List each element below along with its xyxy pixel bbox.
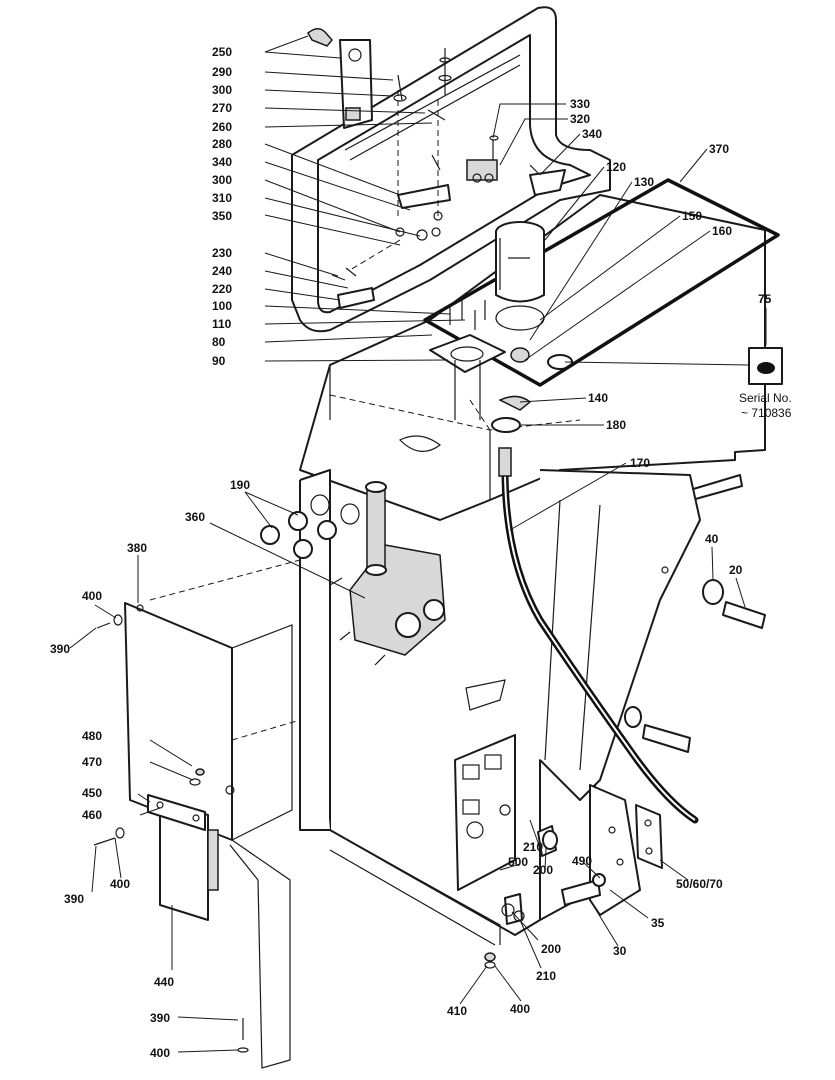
callout-330: 330	[570, 97, 590, 111]
callout-480: 480	[82, 729, 102, 743]
callout-450: 450	[82, 786, 102, 800]
callout-230: 230	[212, 246, 232, 260]
callout-80: 80	[212, 335, 226, 349]
callout-280: 280	[212, 137, 232, 151]
callout-250: 250	[212, 45, 232, 59]
callout-310: 310	[212, 191, 232, 205]
callout-390-c: 390	[150, 1011, 170, 1025]
callout-400-d: 400	[150, 1046, 170, 1060]
callout-400-c: 400	[510, 1002, 530, 1016]
callout-200-b: 200	[541, 942, 561, 956]
callout-35: 35	[651, 916, 665, 930]
callout-290: 290	[212, 65, 232, 79]
callout-340-b: 340	[582, 127, 602, 141]
callout-270: 270	[212, 101, 232, 115]
callout-300: 300	[212, 83, 232, 97]
callout-110: 110	[212, 317, 232, 331]
callout-350: 350	[212, 209, 232, 223]
callout-470: 470	[82, 755, 102, 769]
callout-50-60-70: 50/60/70	[676, 877, 723, 891]
callout-400-b: 400	[110, 877, 130, 891]
side-plate	[635, 804, 663, 869]
lower-block	[454, 734, 557, 925]
callout-20: 20	[729, 563, 743, 577]
callout-390-b: 390	[64, 892, 84, 906]
callout-75: 75	[758, 292, 772, 306]
serial-badge: Serial No. ~ 710836	[739, 347, 792, 420]
callout-150: 150	[682, 209, 702, 223]
leader-lines	[69, 35, 767, 1053]
callout-130: 130	[634, 175, 654, 189]
callout-220: 220	[212, 282, 232, 296]
callout-320: 320	[570, 112, 590, 126]
callout-200: 200	[533, 863, 553, 877]
callout-490: 490	[572, 854, 592, 868]
callout-40: 40	[705, 532, 719, 546]
mount-bracket	[147, 794, 291, 1069]
serial-line1: Serial No.	[739, 391, 792, 405]
callout-210: 210	[523, 840, 543, 854]
hydraulic-hose	[498, 447, 699, 824]
seal-rings	[260, 494, 360, 559]
cover-plate	[124, 559, 301, 841]
callout-400: 400	[82, 589, 102, 603]
callout-460: 460	[82, 808, 102, 822]
callout-410: 410	[447, 1004, 467, 1018]
callout-90: 90	[212, 354, 226, 368]
callout-390: 390	[50, 642, 70, 656]
upper-fasteners	[331, 48, 566, 309]
callout-190: 190	[230, 478, 250, 492]
callout-160: 160	[712, 224, 732, 238]
callout-30: 30	[613, 944, 627, 958]
callout-180: 180	[606, 418, 626, 432]
callout-440: 440	[154, 975, 174, 989]
callout-500: 500	[508, 855, 528, 869]
callout-260: 260	[212, 120, 232, 134]
callout-300-b: 300	[212, 173, 232, 187]
hydraulic-valve	[349, 481, 446, 656]
callout-120: 120	[606, 160, 626, 174]
callout-100: 100	[212, 299, 232, 313]
callout-labels: 250 290 300 270 260 280 340 300 310 350 …	[50, 45, 772, 1060]
main-frame	[299, 469, 701, 946]
serial-line2: ~ 710836	[741, 406, 792, 420]
filter-canister	[495, 221, 545, 363]
callout-360: 360	[185, 510, 205, 524]
side-bolts	[542, 579, 766, 906]
callout-340: 340	[212, 155, 232, 169]
tank-gasket	[423, 178, 780, 387]
callout-240: 240	[212, 264, 232, 278]
tank-body	[299, 194, 766, 521]
callout-370: 370	[709, 142, 729, 156]
callout-170: 170	[630, 456, 650, 470]
callout-380: 380	[127, 541, 147, 555]
callout-210-b: 210	[536, 969, 556, 983]
lower-fasteners	[93, 577, 525, 1053]
callout-140: 140	[588, 391, 608, 405]
top-bracket	[307, 28, 373, 129]
